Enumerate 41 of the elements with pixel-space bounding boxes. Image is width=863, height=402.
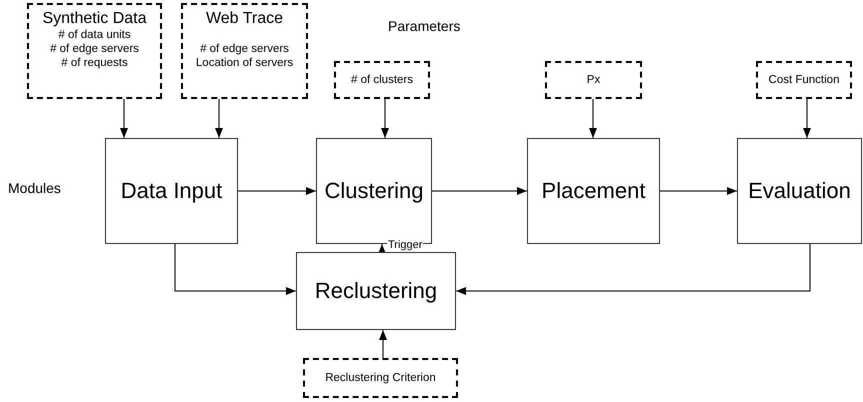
arrow — [379, 330, 387, 358]
module-box — [105, 138, 238, 244]
module-name: Evaluation — [748, 177, 851, 205]
parameter-box — [756, 61, 852, 99]
box-text: Cost Function — [768, 72, 840, 88]
box-heading: Web Trace — [206, 9, 284, 29]
box-text: Reclustering Criterion — [325, 370, 436, 386]
module-name: Clustering — [324, 177, 424, 205]
box-heading: Synthetic Data — [42, 9, 147, 29]
arrow — [120, 98, 128, 138]
box-text: Px — [586, 72, 600, 88]
box-text: # of clusters — [351, 72, 413, 88]
arrow — [456, 244, 810, 295]
parameter-box — [334, 61, 430, 99]
box-text: # of edge servers — [200, 43, 289, 57]
arrow — [238, 187, 316, 195]
box-text: # of edge servers — [50, 42, 139, 57]
module-name: Data Input — [120, 177, 222, 205]
box-text: # of data units — [58, 29, 131, 43]
box-text: Location of servers — [196, 56, 294, 71]
arrow — [660, 187, 738, 195]
row-label: Parameters — [388, 18, 460, 34]
module-box — [527, 138, 660, 244]
arrow — [174, 244, 296, 295]
row-label: Modules — [8, 180, 61, 196]
arrow — [589, 98, 597, 138]
box-text: # of requests — [61, 56, 128, 70]
arrow — [803, 98, 811, 138]
module-name: Reclustering — [314, 277, 438, 305]
parameter-box — [303, 358, 458, 398]
arrow — [215, 98, 223, 138]
module-box — [296, 252, 456, 330]
edge-label: Trigger — [387, 239, 424, 251]
parameter-box — [181, 3, 308, 99]
parameter-box — [27, 3, 162, 99]
arrow — [432, 187, 528, 195]
parameter-box — [545, 61, 642, 99]
arrow — [381, 98, 389, 138]
arrow — [378, 244, 386, 254]
module-box — [737, 138, 862, 244]
module-name: Placement — [542, 177, 646, 205]
